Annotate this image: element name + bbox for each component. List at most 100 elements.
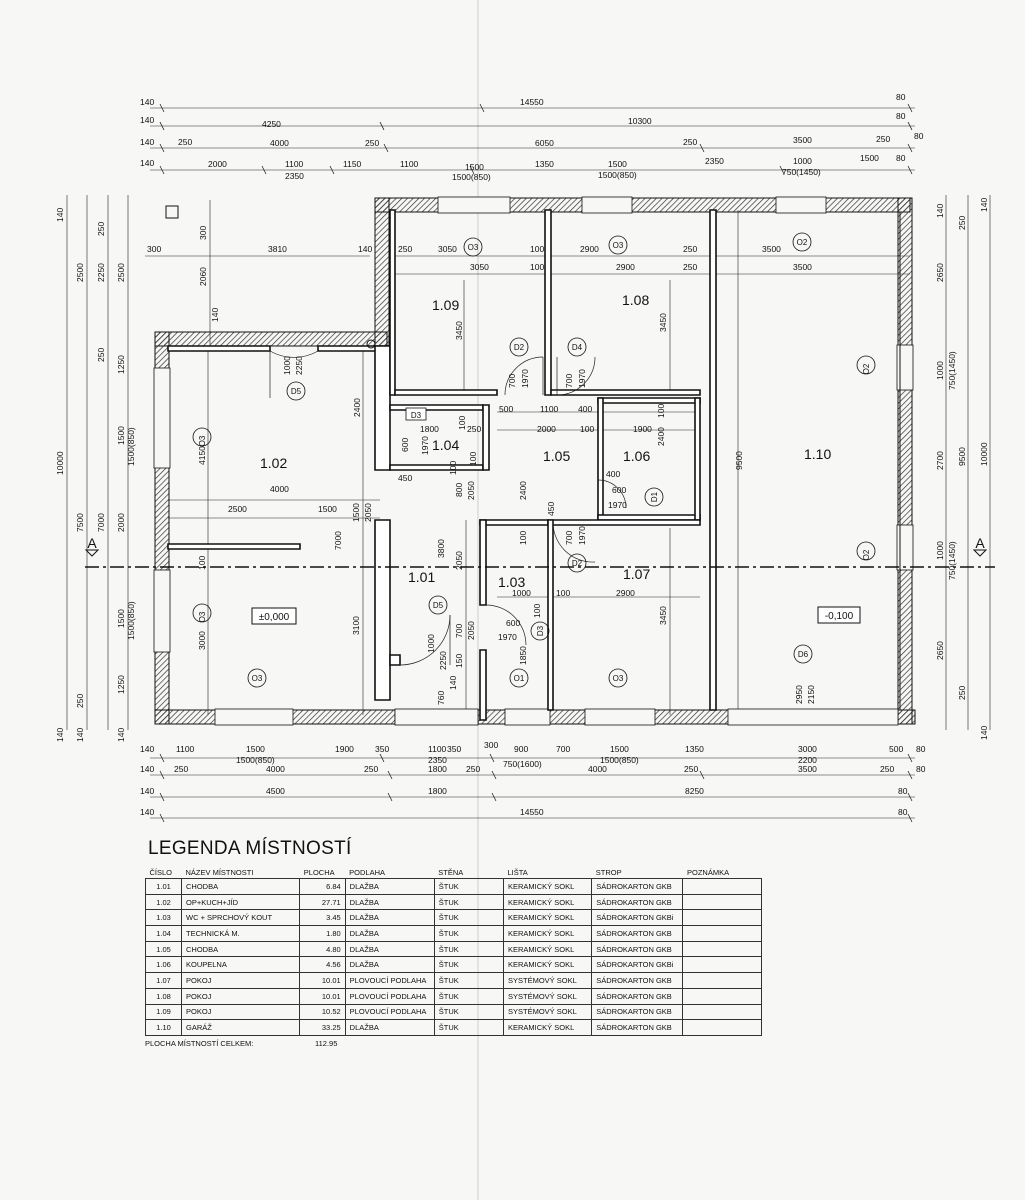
door-tag: D4 xyxy=(572,343,583,352)
dim-left: 1500 xyxy=(116,426,126,445)
table-cell: KERAMICKÝ SOKL xyxy=(502,925,593,942)
table-cell: KERAMICKÝ SOKL xyxy=(502,956,593,974)
table-cell: KERAMICKÝ SOKL xyxy=(502,878,593,895)
table-cell xyxy=(682,972,762,989)
table-cell: DLAŽBA xyxy=(344,1019,435,1036)
table-cell: POKOJ xyxy=(180,1003,301,1021)
dim-interior: 760 xyxy=(436,691,446,705)
dim-top-r3: 4000 xyxy=(270,138,289,148)
table-cell: 27.71 xyxy=(299,893,346,911)
dim-interior: 3500 xyxy=(793,262,812,272)
table-cell: SÁDROKARTON GKBi xyxy=(591,956,684,974)
dim-top-r3: 6050 xyxy=(535,138,554,148)
dim-bottom-r1: 900 xyxy=(514,744,528,754)
table-cell: ŠTUK xyxy=(433,925,504,942)
table-cell xyxy=(682,878,762,895)
dim-right: 750(1450) xyxy=(947,541,957,580)
table-cell: 1.09 xyxy=(145,1003,182,1021)
dim-top-r4: 2350 xyxy=(285,171,304,181)
dim-left: 10000 xyxy=(55,451,65,475)
total-value: 112.95 xyxy=(315,1038,338,1048)
dim-interior: 1100 xyxy=(540,404,559,414)
dim-interior: 2150 xyxy=(806,685,816,704)
table-cell: ŠTUK xyxy=(433,987,504,1005)
dim-interior: 1970 xyxy=(498,632,517,642)
table-cell: 3.45 xyxy=(299,909,346,927)
dim-top-r2: 140 xyxy=(140,115,154,125)
dim-interior: 3000 xyxy=(197,631,207,650)
window-openings xyxy=(153,196,914,726)
dim-left: 140 xyxy=(55,728,65,742)
table-cell xyxy=(682,909,762,927)
table-cell: ŠTUK xyxy=(433,909,504,927)
dim-top-r1: 80 xyxy=(896,92,906,102)
table-cell: DLAŽBA xyxy=(344,893,435,911)
door-tag-labels: D2 D4 D3 D5 D1 D2 D5 D3 D6 xyxy=(291,343,809,659)
section-arrow-left xyxy=(84,549,100,557)
table-cell: 1.80 xyxy=(299,925,346,942)
dim-interior: 1000 xyxy=(426,634,436,653)
dim-interior: 4000 xyxy=(270,484,289,494)
table-cell: 1.05 xyxy=(145,940,182,958)
level-box-floor xyxy=(251,607,297,625)
dim-interior: 1000 xyxy=(512,588,531,598)
dim-interior: 100 xyxy=(468,452,478,466)
table-cell: ŠTUK xyxy=(433,972,504,989)
dimension-ticks xyxy=(159,103,913,823)
dim-bottom-r1: 1350 xyxy=(685,744,704,754)
dim-interior: 700 xyxy=(454,624,464,638)
dim-interior: 100 xyxy=(532,604,542,618)
dim-interior: 1970 xyxy=(608,500,627,510)
dim-left: 250 xyxy=(96,348,106,362)
table-cell: CHODBA xyxy=(180,878,301,895)
dim-interior: 600 xyxy=(400,438,410,452)
section-mark-left: A xyxy=(87,535,97,551)
window-tag: O3 xyxy=(468,243,479,252)
table-cell: SÁDROKARTON GKB xyxy=(591,1003,684,1021)
room-1-10: 1.10 xyxy=(804,446,831,462)
total-label: PLOCHA MÍSTNOSTÍ CELKEM: xyxy=(145,1038,254,1048)
dim-interior: 100 xyxy=(556,588,570,598)
dim-bottom-r1: 1900 xyxy=(335,744,354,754)
dim-bottom-r1: 1500 xyxy=(610,744,629,754)
dim-interior: 600 xyxy=(506,618,520,628)
table-cell: 6.84 xyxy=(299,878,346,895)
dim-left: 1500(850) xyxy=(126,601,136,640)
dim-top-r1: 14550 xyxy=(520,97,544,107)
legend-title: LEGENDA MÍSTNOSTÍ xyxy=(148,838,352,859)
dim-interior: 250 xyxy=(398,244,412,254)
dim-right: 2650 xyxy=(935,641,945,660)
room-1-01: 1.01 xyxy=(408,569,435,585)
table-cell xyxy=(682,987,762,1005)
door-swings xyxy=(269,350,627,666)
dim-right: 140 xyxy=(979,198,989,212)
dim-top-r4: 1000 xyxy=(793,156,812,166)
dim-interior: 300 xyxy=(147,244,161,254)
dim-interior: 3050 xyxy=(438,244,457,254)
table-cell: DLAŽBA xyxy=(344,925,435,942)
dim-interior: 1970 xyxy=(420,436,430,455)
table-cell: POKOJ xyxy=(180,987,301,1005)
table-cell: ŠTUK xyxy=(433,893,504,911)
table-cell: SÁDROKARTON GKBi xyxy=(591,909,684,927)
table-cell: 1.10 xyxy=(145,1019,182,1036)
table-cell: SÁDROKARTON GKB xyxy=(591,1019,684,1036)
dim-interior: 500 xyxy=(499,404,513,414)
dim-top-r3: 3500 xyxy=(793,135,812,145)
dim-left: 7500 xyxy=(75,513,85,532)
interior-dimensions: 300 3810 140 2060 300 140 250 3050 3050 … xyxy=(147,226,816,705)
level-garage: -0,100 xyxy=(825,611,854,622)
dim-bottom-r2: 140 xyxy=(140,764,154,774)
table-cell xyxy=(682,956,762,974)
room-1-02: 1.02 xyxy=(260,455,287,471)
table-cell: TECHNICKÁ M. xyxy=(180,925,301,942)
table-cell: DLAŽBA xyxy=(344,909,435,927)
dim-left: 1500 xyxy=(116,609,126,628)
garage-wall-lines xyxy=(715,212,901,710)
dim-interior: 600 xyxy=(612,485,626,495)
window-tag: O3 xyxy=(252,674,263,683)
